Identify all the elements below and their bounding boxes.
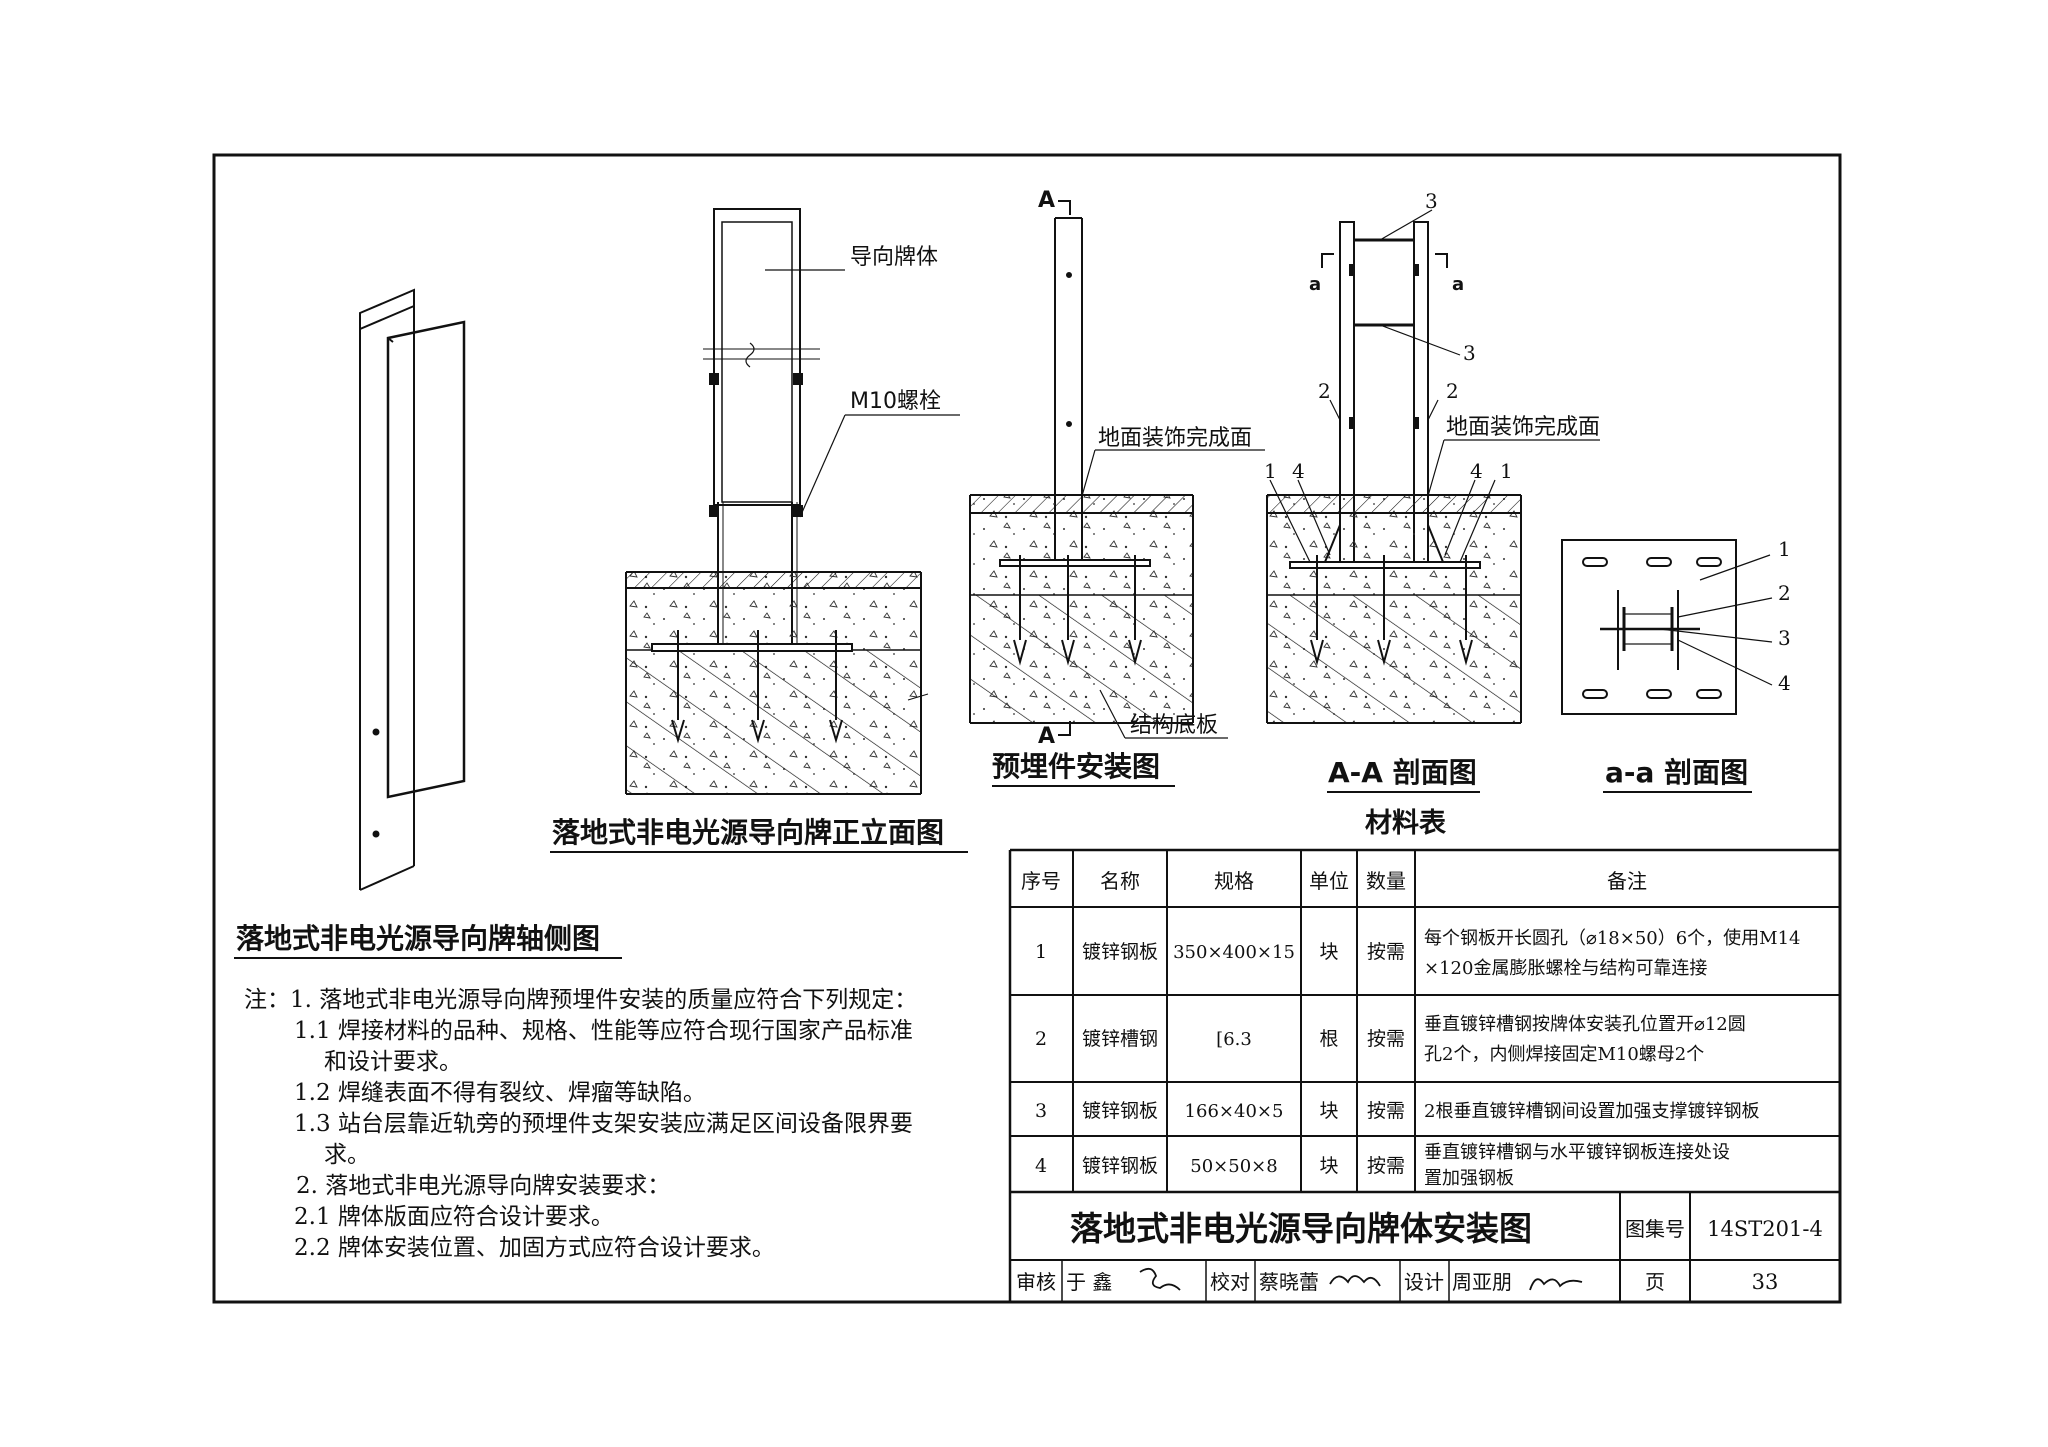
note-line: 注：1. 落地式非电光源导向牌预埋件安装的质量应符合下列规定： [244, 987, 918, 1013]
cell-unit: 块 [1319, 1100, 1338, 1122]
note-line: 2.2 牌体安装位置、加固方式应符合设计要求。 [294, 1235, 775, 1261]
cell-unit: 根 [1319, 1028, 1338, 1050]
label-m10-bolt: M10螺栓 [850, 389, 941, 414]
design-label: 设计 [1404, 1270, 1444, 1294]
table-row: 3 镀锌钢板 166×40×5 块 按需 2根垂直镀锌槽钢间设置加强支撑镀锌钢板 [1035, 1100, 1760, 1122]
cell-note: 垂直镀锌槽钢按牌体安装孔位置开⌀12圆 [1424, 1014, 1746, 1035]
table-row: 1 镀锌钢板 350×400×15 块 按需 每个钢板开长圆孔（⌀18×50）6… [1035, 928, 1801, 979]
cell-unit: 块 [1319, 1155, 1338, 1177]
cell-note: 置加强钢板 [1424, 1168, 1514, 1189]
aa-callout-2-right: 2 [1446, 379, 1459, 403]
page-number: 33 [1752, 1270, 1779, 1294]
cell-qty: 按需 [1367, 1155, 1405, 1177]
th-spec: 规格 [1214, 869, 1254, 893]
aa-mark-a-left: a [1309, 274, 1321, 295]
section-small-aa-title: a-a 剖面图 [1605, 756, 1748, 789]
table-row: 2 镀锌槽钢 [6.3 根 按需 垂直镀锌槽钢按牌体安装孔位置开⌀12圆 孔2个… [1035, 1014, 1746, 1065]
note-line: 2.1 牌体版面应符合设计要求。 [294, 1204, 614, 1230]
notes: 注：1. 落地式非电光源导向牌预埋件安装的质量应符合下列规定： 1.1 焊接材料… [244, 985, 984, 1264]
th-no: 序号 [1021, 869, 1061, 893]
material-table-header: 序号 名称 规格 单位 数量 备注 [1021, 869, 1647, 893]
aa-mark-a-right: a [1452, 274, 1464, 295]
cell-unit: 块 [1319, 941, 1338, 963]
label-structure-slab: 结构底板 [1130, 713, 1218, 738]
cell-note: 孔2个，内侧焊接固定M10螺母2个 [1424, 1044, 1704, 1065]
cell-note: 垂直镀锌槽钢与水平镀锌钢板连接处设 [1424, 1142, 1730, 1163]
review-label: 审核 [1016, 1270, 1056, 1294]
cell-qty: 按需 [1367, 1100, 1405, 1122]
sheet-border [212, 153, 1842, 1304]
cell-spec: 350×400×15 [1173, 942, 1295, 963]
cell-note: 每个钢板开长圆孔（⌀18×50）6个，使用M14 [1424, 928, 1801, 949]
aa-callout-1-right: 1 [1500, 459, 1513, 483]
cell-name: 镀锌槽钢 [1082, 1028, 1158, 1050]
th-qty: 数量 [1366, 869, 1406, 893]
note-line: 1.1 焊接材料的品种、规格、性能等应符合现行国家产品标准 [294, 1018, 913, 1044]
section-aa-title: A-A 剖面图 [1328, 756, 1477, 789]
embedded-part-view [969, 200, 1265, 739]
isometric-view [359, 288, 466, 891]
note-line: 2. 落地式非电光源导向牌安装要求： [296, 1173, 671, 1199]
label-sign-body: 导向牌体 [850, 245, 938, 270]
cell-spec: 166×40×5 [1185, 1101, 1284, 1122]
checker-name: 蔡晓蕾 [1259, 1270, 1319, 1294]
cell-note: 2根垂直镀锌槽钢间设置加强支撑镀锌钢板 [1424, 1101, 1759, 1122]
aa-callout-3-mid: 3 [1463, 341, 1476, 365]
cell-qty: 按需 [1367, 1028, 1405, 1050]
small-aa-callout-4: 4 [1778, 671, 1791, 695]
th-unit: 单位 [1309, 869, 1349, 893]
designer-signature [1529, 1278, 1583, 1291]
material-table-title: 材料表 [1365, 808, 1446, 839]
th-name: 名称 [1100, 869, 1140, 893]
designer-name: 周亚朋 [1452, 1270, 1512, 1294]
cell-spec: [6.3 [1216, 1029, 1252, 1050]
label-floor-finish: 地面装饰完成面 [1098, 426, 1252, 451]
cell-spec: 50×50×8 [1190, 1156, 1277, 1177]
section-small-aa-view [1561, 539, 1773, 715]
reviewer-signature [1139, 1267, 1181, 1291]
aa-callout-3-top: 3 [1425, 189, 1438, 213]
aa-callout-4-left: 4 [1292, 459, 1305, 483]
cell-qty: 按需 [1367, 941, 1405, 963]
title-block [1010, 1192, 1840, 1302]
front-elevation [625, 208, 960, 795]
cell-no: 2 [1035, 1028, 1047, 1050]
note-line: 1.2 焊缝表面不得有裂纹、焊瘤等缺陷。 [294, 1080, 706, 1106]
drawing-title: 落地式非电光源导向牌体安装图 [1070, 1209, 1532, 1248]
front-elevation-title: 落地式非电光源导向牌正立面图 [552, 816, 944, 849]
aa-callout-1-left: 1 [1264, 459, 1277, 483]
isometric-title: 落地式非电光源导向牌轴侧图 [236, 922, 600, 955]
cell-name: 镀锌钢板 [1082, 1100, 1158, 1122]
embedded-part-title: 预埋件安装图 [992, 750, 1160, 783]
cell-note: ×120金属膨胀螺栓与结构可靠连接 [1424, 958, 1707, 979]
cell-no: 3 [1035, 1100, 1047, 1122]
cell-name: 镀锌钢板 [1082, 1155, 1158, 1177]
cell-name: 镀锌钢板 [1082, 941, 1158, 963]
note-line: 1.3 站台层靠近轨旁的预埋件支架安装应满足区间设备限界要 [294, 1111, 913, 1137]
check-label: 校对 [1210, 1270, 1250, 1294]
small-aa-callout-1: 1 [1778, 537, 1791, 561]
cell-no: 4 [1035, 1155, 1047, 1177]
note-line: 和设计要求。 [324, 1049, 462, 1075]
section-mark-A-top: A [1038, 188, 1055, 213]
material-table [1008, 848, 1840, 1302]
small-aa-callout-2: 2 [1778, 581, 1791, 605]
small-aa-callout-3: 3 [1778, 626, 1791, 650]
label-floor-finish-aa: 地面装饰完成面 [1446, 415, 1600, 440]
cell-no: 1 [1035, 941, 1047, 963]
th-note: 备注 [1607, 869, 1647, 893]
table-row: 4 镀锌钢板 50×50×8 块 按需 垂直镀锌槽钢与水平镀锌钢板连接处设 置加… [1035, 1142, 1730, 1189]
reviewer-name: 于 鑫 [1066, 1270, 1112, 1294]
aa-callout-4-right: 4 [1470, 459, 1483, 483]
page-label: 页 [1645, 1270, 1665, 1294]
checker-signature [1329, 1275, 1381, 1287]
aa-callout-2-left: 2 [1318, 379, 1331, 403]
section-mark-A-bottom: A [1038, 724, 1055, 749]
section-aa-view [1266, 209, 1600, 724]
atlas-number: 14ST201-4 [1707, 1217, 1823, 1241]
atlas-label: 图集号 [1625, 1217, 1685, 1241]
note-line: 求。 [324, 1142, 370, 1168]
